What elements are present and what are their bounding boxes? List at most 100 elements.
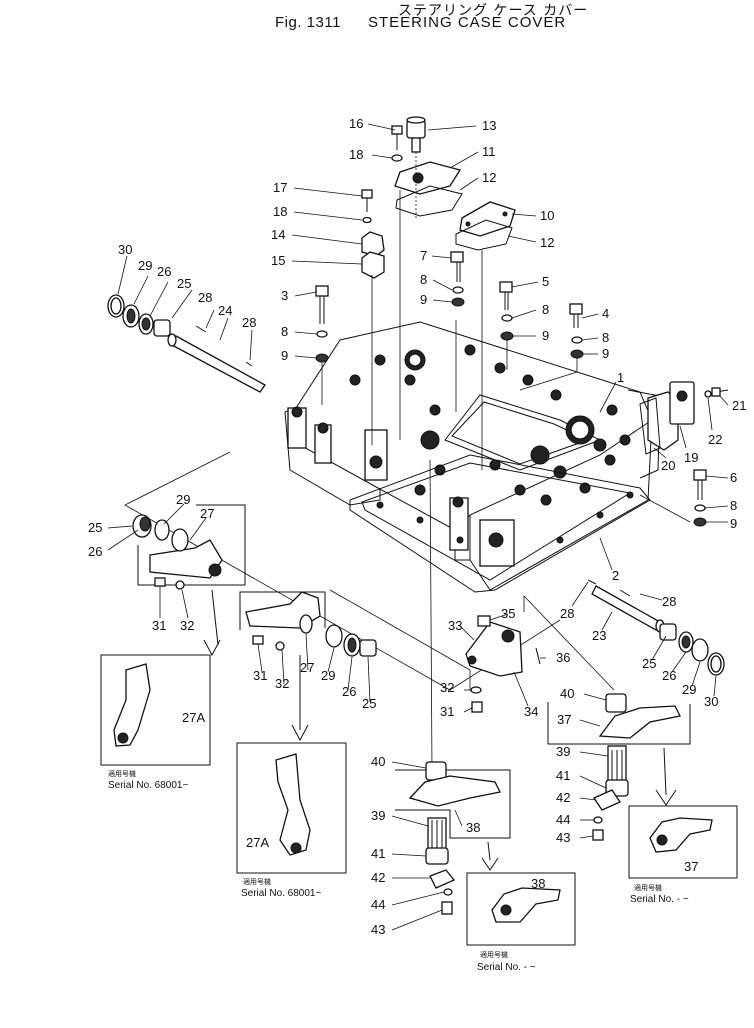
callout-39: 39	[556, 744, 570, 759]
inset-38	[466, 872, 576, 946]
callout-5: 5	[542, 274, 549, 289]
callout-29: 29	[682, 682, 696, 697]
callout-41: 41	[371, 846, 385, 861]
callout-33: 33	[448, 618, 462, 633]
callout-25: 25	[362, 696, 376, 711]
callout-29: 29	[321, 668, 335, 683]
callout-12: 12	[482, 170, 496, 185]
inset-27A-a	[100, 654, 211, 766]
callout-30: 30	[118, 242, 132, 257]
callout-9: 9	[281, 348, 288, 363]
housing-19	[647, 381, 695, 451]
callout-9: 9	[730, 516, 737, 531]
inset-b-serial: Serial No. 68001~	[241, 888, 321, 899]
callout-29: 29	[138, 258, 152, 273]
bolt-3	[315, 285, 329, 363]
callout-15: 15	[271, 253, 285, 268]
shaft-24	[167, 333, 266, 393]
callout-37: 37	[684, 859, 698, 874]
callout-36: 36	[556, 650, 570, 665]
callout-4: 4	[602, 306, 609, 321]
callout-12: 12	[540, 235, 554, 250]
callout-20: 20	[661, 458, 675, 473]
callout-19: 19	[684, 450, 698, 465]
callout-26: 26	[88, 544, 102, 559]
callout-44: 44	[556, 812, 570, 827]
inset-d-serial: Serial No. - ~	[477, 962, 536, 973]
callout-39: 39	[371, 808, 385, 823]
callout-27: 27	[200, 506, 214, 521]
callout-25: 25	[177, 276, 191, 291]
leader-lines	[107, 123, 729, 931]
steering-case-body	[284, 321, 661, 591]
bracket-34	[465, 615, 541, 713]
callout-31: 31	[152, 618, 166, 633]
callout-42: 42	[371, 870, 385, 885]
arm-37	[547, 693, 691, 841]
callout-35: 35	[501, 606, 515, 621]
callout-22: 22	[708, 432, 722, 447]
arm-27-middle	[239, 591, 377, 657]
callout-21: 21	[732, 398, 746, 413]
callout-13: 13	[482, 118, 496, 133]
callout-27A: 27A	[246, 835, 269, 850]
callout-31: 31	[253, 668, 267, 683]
callout-23: 23	[592, 628, 606, 643]
callout-8: 8	[602, 330, 609, 345]
diagram-title: STEERING CASE COVER	[368, 14, 567, 31]
callout-9: 9	[542, 328, 549, 343]
callout-37: 37	[557, 712, 571, 727]
part-callouts: 16 13 18 11 17 12 18 10 14 12 15 7 5 8 8…	[88, 116, 746, 937]
arm-27-left	[132, 504, 246, 590]
japanese-title: ステアリング ケース カバー	[398, 3, 589, 19]
callout-9: 9	[420, 292, 427, 307]
callout-10: 10	[540, 208, 554, 223]
callout-7: 7	[420, 248, 427, 263]
inset-a-serial: Serial No. 68001~	[108, 780, 188, 791]
inset-c-applicable-label: 適用号機	[634, 883, 662, 892]
callout-14: 14	[271, 227, 285, 242]
callout-28: 28	[198, 290, 212, 305]
callout-28: 28	[242, 315, 256, 330]
callout-41: 41	[556, 768, 570, 783]
gasket-plate	[349, 454, 651, 593]
arm-38	[395, 761, 511, 915]
inset-27A-b	[236, 742, 347, 874]
callout-18: 18	[273, 204, 287, 219]
rings-upper-left	[107, 294, 253, 367]
callout-24: 24	[218, 303, 232, 318]
callout-3: 3	[281, 288, 288, 303]
serial-notes: 適用号機 Serial No. 68001~ 適用号機 Serial No. 6…	[108, 769, 689, 973]
callout-27: 27	[300, 660, 314, 675]
callout-2: 2	[612, 568, 619, 583]
callout-11: 11	[482, 144, 496, 159]
callout-8: 8	[542, 302, 549, 317]
callout-32: 32	[440, 680, 454, 695]
callout-9: 9	[602, 346, 609, 361]
callout-40: 40	[371, 754, 385, 769]
figure-number: Fig. 1311	[275, 14, 341, 31]
callout-32: 32	[180, 618, 194, 633]
inset-d-applicable-label: 適用号機	[480, 950, 508, 959]
callout-28: 28	[560, 606, 574, 621]
bolt-7	[450, 251, 465, 307]
callout-29: 29	[176, 492, 190, 507]
callout-25: 25	[642, 656, 656, 671]
bolt-16	[391, 125, 403, 150]
callout-38: 38	[466, 820, 480, 835]
inset-c-serial: Serial No. - ~	[630, 894, 689, 905]
callout-8: 8	[420, 272, 427, 287]
bolt-5	[499, 281, 514, 341]
callout-17: 17	[273, 180, 287, 195]
callout-6: 6	[730, 470, 737, 485]
callout-31: 31	[440, 704, 454, 719]
callout-26: 26	[342, 684, 356, 699]
callout-32: 32	[275, 676, 289, 691]
callout-8: 8	[730, 498, 737, 513]
callout-8: 8	[281, 324, 288, 339]
callout-25: 25	[88, 520, 102, 535]
callout-43: 43	[556, 830, 570, 845]
inset-a-applicable-label: 適用号機	[108, 769, 136, 778]
